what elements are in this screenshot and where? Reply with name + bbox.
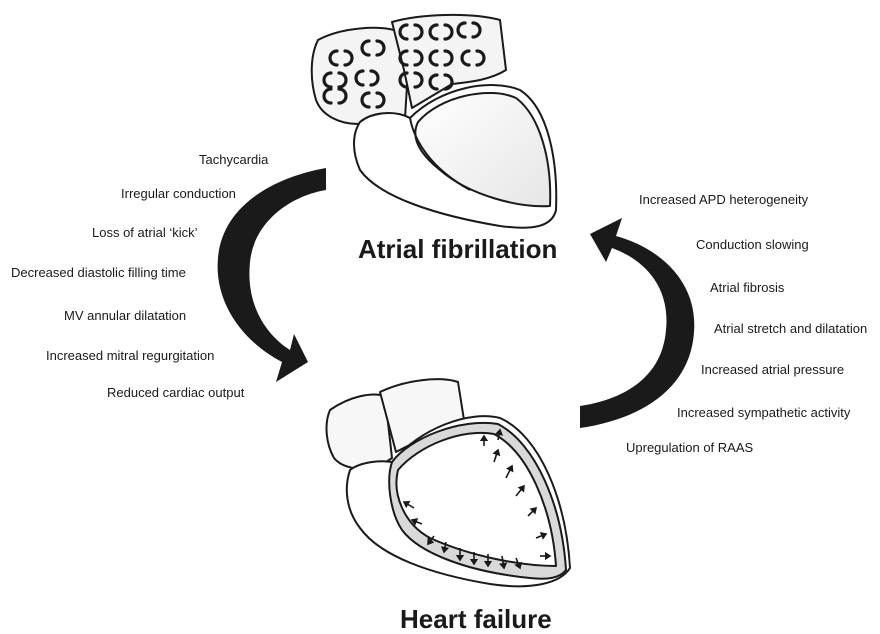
left-cause-label: Tachycardia (199, 152, 268, 168)
left-cause-label: MV annular dilatation (64, 308, 186, 324)
right-cause-label: Conduction slowing (696, 237, 809, 253)
right-cause-label: Increased APD heterogeneity (639, 192, 808, 208)
right-cause-label: Atrial stretch and dilatation (714, 321, 867, 337)
hf-heart-illustration (327, 379, 570, 586)
left-cause-label: Reduced cardiac output (107, 385, 244, 401)
title-atrial-fibrillation: Atrial fibrillation (358, 234, 557, 264)
right-cause-label: Increased atrial pressure (701, 362, 844, 378)
left-cause-label: Loss of atrial ‘kick’ (92, 225, 197, 241)
hf-left-atrium (327, 395, 392, 469)
right-cause-label: Increased sympathetic activity (677, 405, 850, 421)
af-heart-illustration (312, 15, 557, 228)
left-cause-label: Increased mitral regurgitation (46, 348, 214, 364)
right-cause-label: Upregulation of RAAS (626, 440, 753, 456)
arrow-hf-to-af (580, 218, 694, 428)
title-heart-failure: Heart failure (400, 604, 552, 634)
right-cause-label: Atrial fibrosis (710, 280, 784, 296)
left-cause-label: Decreased diastolic filling time (11, 265, 186, 281)
left-cause-label: Irregular conduction (121, 186, 236, 202)
